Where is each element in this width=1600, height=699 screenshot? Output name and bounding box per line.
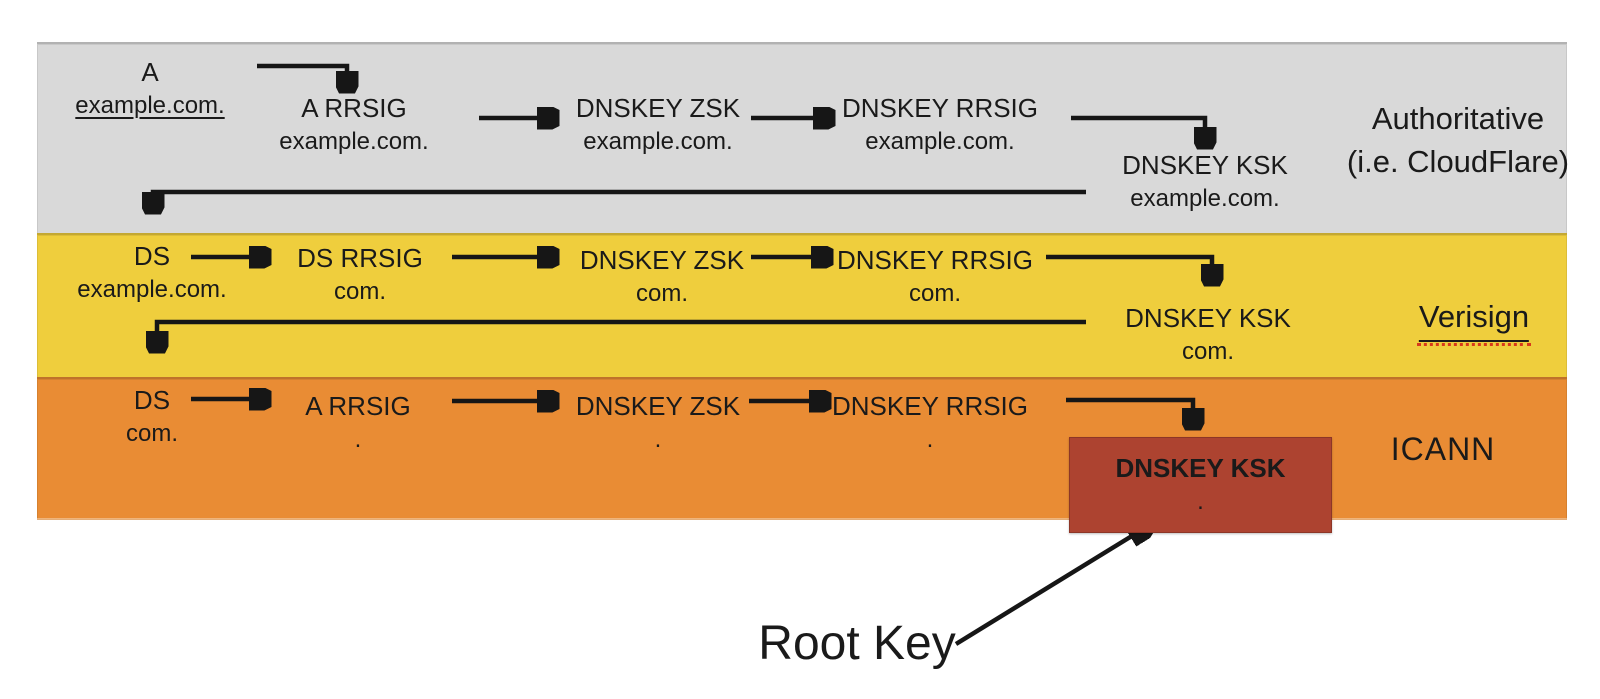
arrow-ksk-verisign-to-ds-icann	[157, 319, 1086, 342]
node-dnskey-zsk-auth: DNSKEY ZSK example.com.	[576, 92, 740, 158]
root-key-label: Root Key	[758, 617, 956, 670]
node-title: DNSKEY ZSK	[575, 93, 741, 123]
band-label-icann: ICANN	[1391, 428, 1496, 471]
node-title: DS	[133, 241, 171, 271]
band-label-line1: ICANN	[1390, 431, 1496, 467]
node-dnskey-rrsig-icann: DNSKEY RRSIG .	[832, 390, 1028, 456]
node-dnskey-zsk-icann: DNSKEY ZSK .	[576, 390, 740, 456]
node-title: DNSKEY RRSIG	[831, 391, 1029, 421]
band-label-line1: Verisign	[1416, 295, 1532, 346]
node-subtitle: com.	[333, 278, 386, 305]
node-subtitle: example.com.	[279, 128, 429, 155]
node-ds-verisign: DS example.com.	[77, 240, 226, 306]
node-title: A	[141, 57, 159, 87]
node-dnskey-ksk-verisign: DNSKEY KSK com.	[1125, 302, 1291, 368]
node-subtitle: example.com.	[865, 128, 1015, 155]
node-a-record: A example.com.	[75, 56, 224, 122]
node-title: DNSKEY RRSIG	[841, 93, 1039, 123]
node-title: DS	[133, 385, 171, 415]
arrow-a-to-arrsig	[257, 63, 347, 82]
root-ksk-highlight-box: DNSKEY KSK .	[1069, 437, 1332, 533]
arrow-rrsig-to-ksk-icann	[1066, 397, 1193, 419]
node-dnskey-zsk-verisign: DNSKEY ZSK com.	[580, 244, 744, 310]
node-subtitle: com.	[635, 280, 688, 307]
node-subtitle: com.	[908, 280, 962, 307]
band-label-verisign: Verisign	[1416, 295, 1532, 346]
node-title: DNSKEY KSK	[1115, 453, 1286, 483]
node-subtitle: example.com.	[77, 276, 227, 303]
arrow-ksk-auth-to-ds-verisign	[153, 189, 1086, 203]
band-authoritative	[37, 42, 1567, 235]
node-subtitle: .	[926, 426, 934, 453]
node-subtitle: .	[354, 426, 362, 453]
node-subtitle: example.com.	[1130, 185, 1280, 212]
node-subtitle: .	[1197, 488, 1204, 515]
node-subtitle: com.	[125, 420, 179, 447]
node-title: DNSKEY RRSIG	[836, 245, 1034, 275]
node-subtitle: com.	[1181, 338, 1235, 365]
node-ds-rrsig-verisign: DS RRSIG com.	[297, 242, 423, 308]
band-label-line1: Authoritative	[1371, 101, 1545, 136]
node-title: A RRSIG	[305, 391, 411, 421]
node-title: DS RRSIG	[297, 243, 423, 273]
node-a-rrsig-icann: A RRSIG .	[305, 390, 410, 456]
arrow-root-key-callout	[954, 531, 1140, 646]
node-dnskey-ksk-auth: DNSKEY KSK example.com.	[1122, 149, 1288, 215]
arrow-rrsig-to-ksk-verisign	[1046, 254, 1212, 275]
node-ds-icann: DS com.	[126, 384, 178, 450]
band-label-authoritative: Authoritative (i.e. CloudFlare)	[1347, 97, 1569, 183]
node-a-rrsig-auth: A RRSIG example.com.	[279, 92, 428, 158]
node-title: DNSKEY KSK	[1122, 150, 1288, 180]
node-title: DNSKEY ZSK	[579, 245, 745, 275]
band-label-line2: (i.e. CloudFlare)	[1346, 144, 1570, 179]
node-title: DNSKEY ZSK	[575, 391, 741, 421]
node-subtitle: example.com.	[75, 92, 225, 119]
node-subtitle: example.com.	[583, 128, 733, 155]
node-title: A RRSIG	[301, 93, 407, 123]
arrow-rrsig-to-ksk-auth	[1071, 115, 1205, 138]
node-subtitle: .	[654, 426, 662, 453]
node-dnskey-rrsig-auth: DNSKEY RRSIG example.com.	[842, 92, 1038, 158]
node-dnskey-rrsig-verisign: DNSKEY RRSIG com.	[837, 244, 1033, 310]
node-title: DNSKEY KSK	[1125, 303, 1291, 333]
